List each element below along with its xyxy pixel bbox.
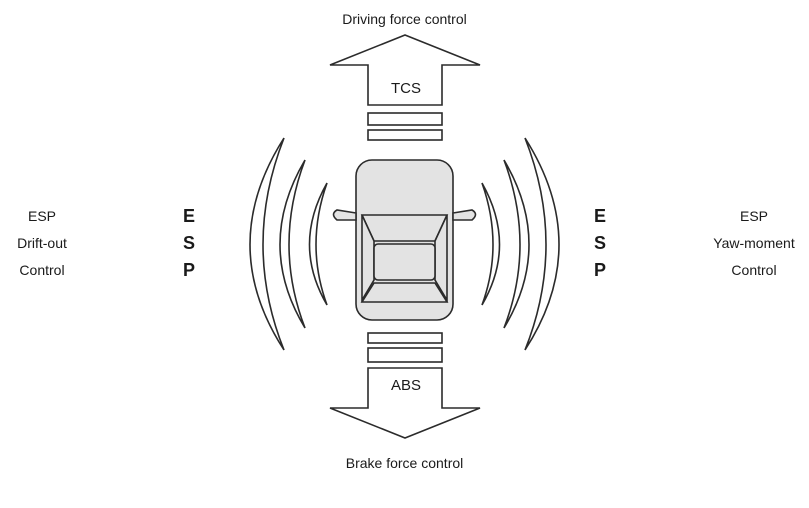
cabin-left-pillar (361, 214, 375, 303)
esp-right-letter-p: P (593, 260, 606, 280)
right-mirror (452, 209, 477, 221)
tcs-bar-1 (367, 112, 443, 126)
left-side-line-1: ESP (27, 208, 56, 224)
esp-yaw-moment-control-label: ESP Yaw-moment Control (694, 203, 809, 284)
esp-right-letter-e: E (593, 206, 606, 226)
right-arc-inner (481, 182, 501, 306)
esp-left-letter-s: S (182, 233, 195, 253)
tcs-bar-2 (367, 129, 443, 141)
rear-window (360, 282, 449, 303)
right-arc-middle (503, 159, 530, 329)
roof-panel (373, 243, 436, 281)
abs-bar-2 (367, 347, 443, 363)
right-side-line-3: Control (731, 262, 777, 278)
left-side-line-3: Control (19, 262, 65, 278)
esp-left-letter-p: P (182, 260, 195, 280)
tcs-up-arrow (329, 34, 481, 106)
left-arc-outer (249, 137, 285, 351)
esp-vertical-left: E S P (174, 203, 204, 284)
driving-force-control-label: Driving force control (342, 11, 467, 27)
left-mirror (332, 209, 357, 221)
car-icon (332, 159, 477, 321)
cabin-right-pillar (434, 214, 448, 303)
left-arc-middle (279, 159, 306, 329)
abs-down-arrow (329, 367, 481, 439)
abs-bar-1 (367, 332, 443, 344)
right-side-line-2: Yaw-moment (713, 235, 795, 251)
left-side-line-2: Drift-out (17, 235, 67, 251)
esp-drift-out-control-label: ESP Drift-out Control (0, 203, 102, 284)
right-arc-outer (524, 137, 560, 351)
brake-force-control-label: Brake force control (345, 455, 464, 471)
esp-left-letter-e: E (182, 206, 195, 226)
esp-vertical-right: E S P (585, 203, 615, 284)
abs-label: ABS (390, 377, 421, 394)
left-arc-inner (308, 182, 328, 306)
windshield (360, 214, 449, 242)
tcs-label: TCS (391, 80, 421, 97)
esp-right-letter-s: S (593, 233, 606, 253)
right-side-line-1: ESP (739, 208, 768, 224)
